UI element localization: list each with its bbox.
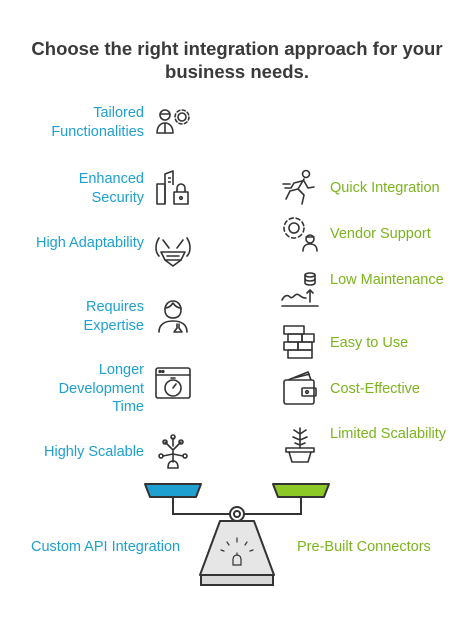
- label-vendor-support: Vendor Support: [330, 226, 431, 242]
- label-high-adaptability: High Adaptability: [35, 235, 144, 251]
- browser-stopwatch-icon: [153, 364, 193, 404]
- left-pan: [144, 483, 202, 498]
- stacked-blocks-icon: [280, 322, 320, 362]
- potted-plant-icon: [280, 424, 320, 464]
- scale-base: [199, 520, 275, 586]
- running-person-icon: [280, 167, 320, 207]
- label-highly-scalable: Highly Scalable: [44, 444, 144, 460]
- label-tailored-functionalities: Tailored Functionalities: [51, 105, 144, 140]
- scale-beam: [172, 497, 302, 522]
- label-quick-integration: Quick Integration: [330, 180, 440, 196]
- left-side-label: Custom API Integration: [31, 539, 181, 555]
- label-longer-development-time: Longer Development Time: [58, 362, 144, 415]
- label-easy-to-use: Easy to Use: [330, 335, 409, 351]
- page-title: Choose the right integration approach fo…: [31, 38, 443, 82]
- gear-person-icon: [280, 213, 320, 253]
- scientist-icon: [153, 296, 193, 336]
- label-requires-expertise: Requires Expertise: [83, 299, 144, 334]
- right-pan: [272, 483, 330, 498]
- buildings-lock-icon: [153, 168, 193, 208]
- label-cost-effective: Cost-Effective: [330, 381, 420, 397]
- label-enhanced-security: Enhanced Security: [78, 171, 144, 206]
- adaptability-hands-icon: [153, 230, 193, 270]
- label-limited-scalability: Limited Scalability: [330, 426, 447, 442]
- right-side-label: Pre-Built Connectors: [297, 539, 431, 555]
- label-low-maintenance: Low Maintenance: [330, 272, 444, 288]
- wallet-icon: [280, 368, 320, 408]
- person-gear-icon: [153, 103, 193, 143]
- branching-tree-icon: [153, 432, 193, 472]
- database-arrow-icon: [280, 270, 320, 310]
